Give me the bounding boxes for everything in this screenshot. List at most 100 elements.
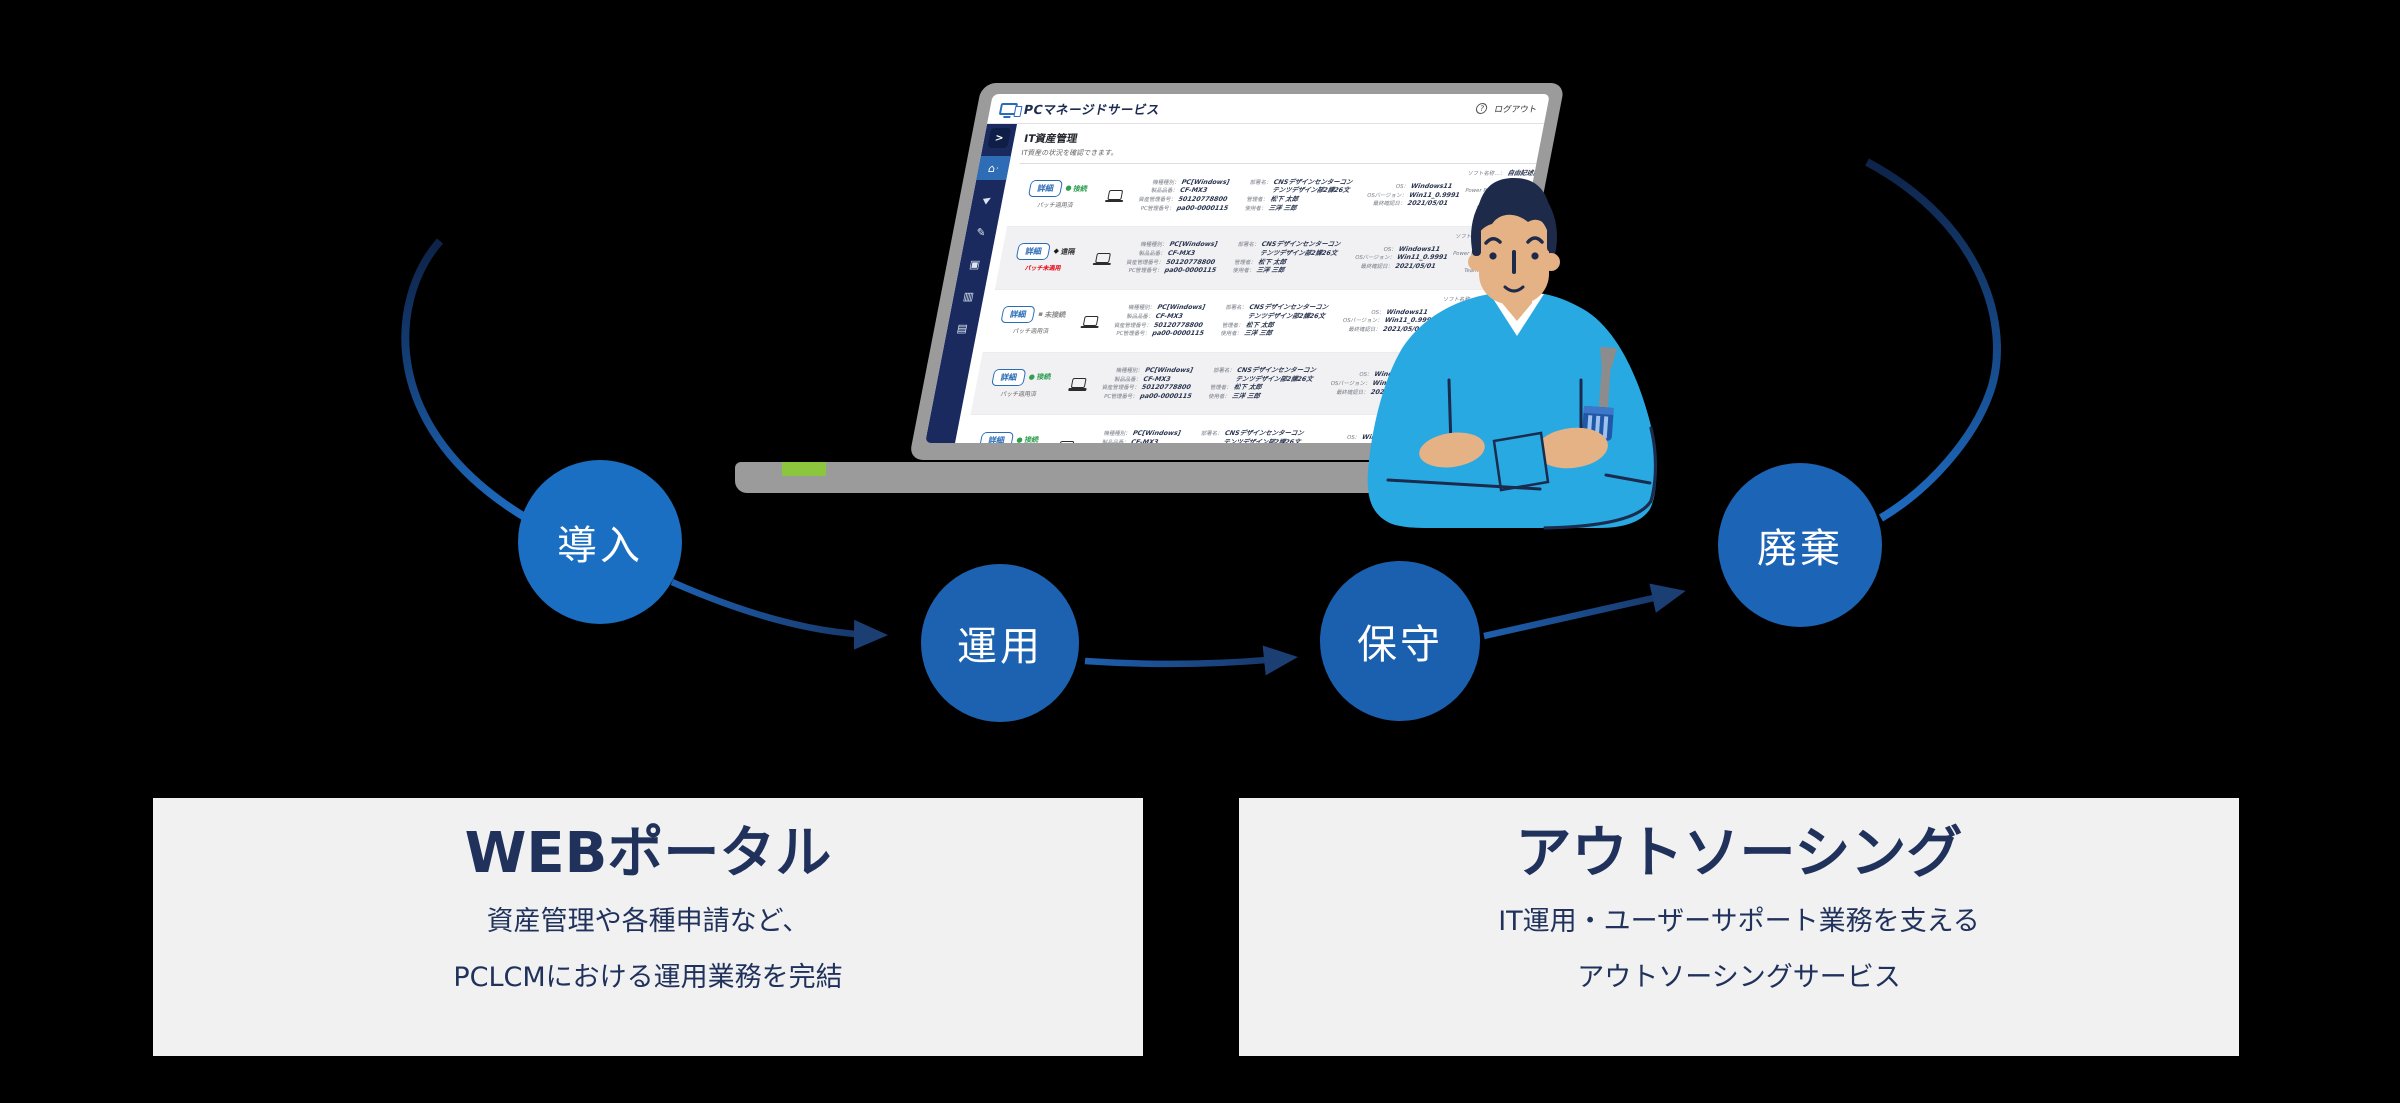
hand-left — [1419, 432, 1485, 468]
card-outsourcing: アウトソーシング IT運用・ユーザーサポート業務を支える アウトソーシングサービ… — [1239, 798, 2239, 1056]
field-value: CF-MX3 — [1167, 249, 1196, 258]
field-value: pa00-0000115 — [1151, 329, 1205, 338]
status-label: 接続 — [1023, 436, 1040, 443]
send-icon: ▶ — [981, 193, 993, 207]
field-value: PC[Windows] — [1168, 240, 1219, 249]
field-group-org: 部署名：CNSデザインセンターコンテンツデザイン部2課26文 管理者：松下 太郎… — [1226, 240, 1351, 275]
field-label: PC管理番号： — [1140, 205, 1176, 212]
field-label: 製品品番： — [1150, 188, 1179, 195]
field-value: CNSデザインセンターコンテンツデザイン部2課26文 — [1259, 240, 1341, 258]
pc-monitor-logo-icon — [998, 102, 1019, 115]
cycle-node-label: 導入 — [557, 523, 643, 569]
detail-button[interactable]: 詳細 — [1000, 306, 1036, 324]
field-label: 使用者： — [1220, 331, 1243, 338]
status-badge: 接続 — [1016, 435, 1040, 443]
field-value: CF-MX3 — [1154, 311, 1184, 320]
field-label: 機種種別： — [1127, 305, 1156, 312]
status-icon — [1016, 437, 1023, 443]
status-label: 遠隔 — [1060, 247, 1076, 256]
field-label: 部署名： — [1249, 179, 1273, 186]
field-label: 機種種別： — [1152, 179, 1181, 186]
chart-icon: ▥ — [962, 289, 976, 303]
patch-status: パッチ適用済 — [999, 390, 1038, 398]
field-group-org: 部署名：CNSデザインセンターコンテンツデザイン部2課26文 管理者：松下 太郎… — [1238, 178, 1363, 213]
sidebar-item-edit[interactable]: ✎ — [964, 220, 999, 244]
page-title: IT資産管理 — [1022, 133, 1079, 145]
field-label: 使用者： — [1244, 205, 1268, 212]
cycle-node-label: 運用 — [957, 624, 1043, 670]
sidebar-item-documents[interactable]: ▤ — [945, 316, 980, 340]
card-title: WEBポータル — [464, 821, 832, 886]
hand-right — [1536, 427, 1608, 469]
detail-button[interactable]: 詳細 — [978, 431, 1015, 443]
card-description: 資産管理や各種申請など、 PCLCMにおける運用業務を完結 — [453, 894, 842, 1005]
field-value: CF-MX3 — [1130, 437, 1160, 443]
field-label: 製品品番： — [1113, 376, 1142, 383]
app-title: PCマネージドサービス — [1022, 102, 1162, 117]
sidebar-item-requests[interactable]: ▶ — [970, 188, 1005, 212]
detail-button[interactable]: 詳細 — [1027, 180, 1064, 198]
status-label: 接続 — [1072, 184, 1089, 193]
sidebar-expand-button[interactable]: > — [987, 128, 1012, 148]
sidebar-item-assets[interactable]: ▣ — [957, 252, 992, 276]
field-group-device: 機種種別：PC[Windows] 製品品番：CF-MX3 資産管理番号：5012… — [1091, 366, 1202, 401]
field-value: CNSデザインセンターコンテンツデザイン部2課26文 — [1246, 303, 1329, 320]
help-icon[interactable]: ? — [1475, 103, 1489, 114]
field-value: PC[Windows] — [1144, 366, 1194, 375]
field-label: 使用者： — [1207, 394, 1231, 401]
field-group-device: 機種種別：PC[Windows] 製品品番：CF-MX3 資産管理番号：5012… — [1128, 178, 1239, 213]
field-value: 50120778800 — [1153, 320, 1204, 329]
field-label: 機種種別： — [1139, 242, 1168, 249]
status-icon — [1037, 311, 1043, 318]
eye-left — [1489, 252, 1497, 260]
field-value: 三洋 三郎 — [1231, 392, 1261, 401]
field-value: 三洋 三郎 — [1243, 329, 1273, 338]
crossed-arms — [1386, 346, 1652, 492]
field-label: PC管理番号： — [1127, 268, 1163, 275]
field-label: PC管理番号： — [1103, 394, 1139, 401]
detail-button[interactable]: 詳細 — [1015, 243, 1052, 261]
field-group-org: 部署名：CNSデザインセンターコンテンツデザイン部2課26文 管理者：松下 太郎… — [1201, 366, 1326, 401]
field-label: 機種種別： — [1103, 431, 1132, 438]
cycle-arc-left — [401, 238, 531, 523]
field-value: 松下 太郎 — [1245, 320, 1275, 329]
image-icon: ▣ — [968, 257, 982, 271]
patch-status: パッチ適用済 — [1011, 328, 1050, 336]
sidebar-item-reports[interactable]: ▥ — [951, 284, 986, 308]
detail-button[interactable]: 詳細 — [991, 368, 1027, 386]
status-icon — [1053, 248, 1060, 255]
field-value: PC[Windows] — [1132, 429, 1182, 438]
field-value: 50120778800 — [1141, 383, 1192, 392]
field-label: 部署名： — [1212, 368, 1236, 375]
person-head — [1468, 178, 1560, 304]
cycle-node-label: 廃棄 — [1757, 526, 1843, 572]
hair-fringe — [1475, 178, 1553, 240]
card-description-line: PCLCMにおける運用業務を完結 — [453, 961, 843, 993]
field-value: 50120778800 — [1177, 194, 1229, 203]
sidebar-item-home[interactable]: ⌂ › — [976, 156, 1011, 180]
field-value: 松下 太郎 — [1269, 194, 1300, 203]
card-description-line: IT運用・ユーザーサポート業務を支える — [1498, 906, 1980, 938]
field-label: 管理者： — [1246, 196, 1269, 203]
logout-button[interactable]: ログアウト — [1493, 104, 1538, 115]
field-value: 松下 太郎 — [1257, 257, 1287, 266]
field-label: 管理者： — [1233, 259, 1257, 266]
field-label: 資産管理番号： — [1101, 385, 1141, 392]
chevron-right-icon: › — [995, 164, 1000, 172]
card-description: IT運用・ユーザーサポート業務を支える アウトソーシングサービス — [1498, 894, 1980, 1005]
arrow-deploy-to-operate — [670, 579, 888, 650]
cycle-node-dispose: 廃棄 — [1718, 463, 1882, 627]
card-title: アウトソーシング — [1515, 821, 1963, 886]
field-label: 管理者： — [1209, 385, 1233, 392]
patch-status: パッチ適用済 — [1036, 202, 1074, 210]
technician-illustration — [1367, 178, 1658, 530]
field-label: 製品品番： — [1138, 251, 1167, 258]
field-label: 機種種別： — [1115, 368, 1144, 375]
field-value: CNSデザインセンターコンテンツデザイン部2課26文 — [1271, 177, 1354, 195]
status-badge: 未接続 — [1037, 310, 1067, 320]
field-group-org: 部署名：CNSデザインセンターコンテンツデザイン部2課26文 管理者：松下 太郎… — [1189, 429, 1314, 443]
field-label: 部署名： — [1237, 242, 1260, 249]
eye-right — [1531, 252, 1539, 260]
card-description-line: 資産管理や各種申請など、 — [486, 906, 810, 938]
